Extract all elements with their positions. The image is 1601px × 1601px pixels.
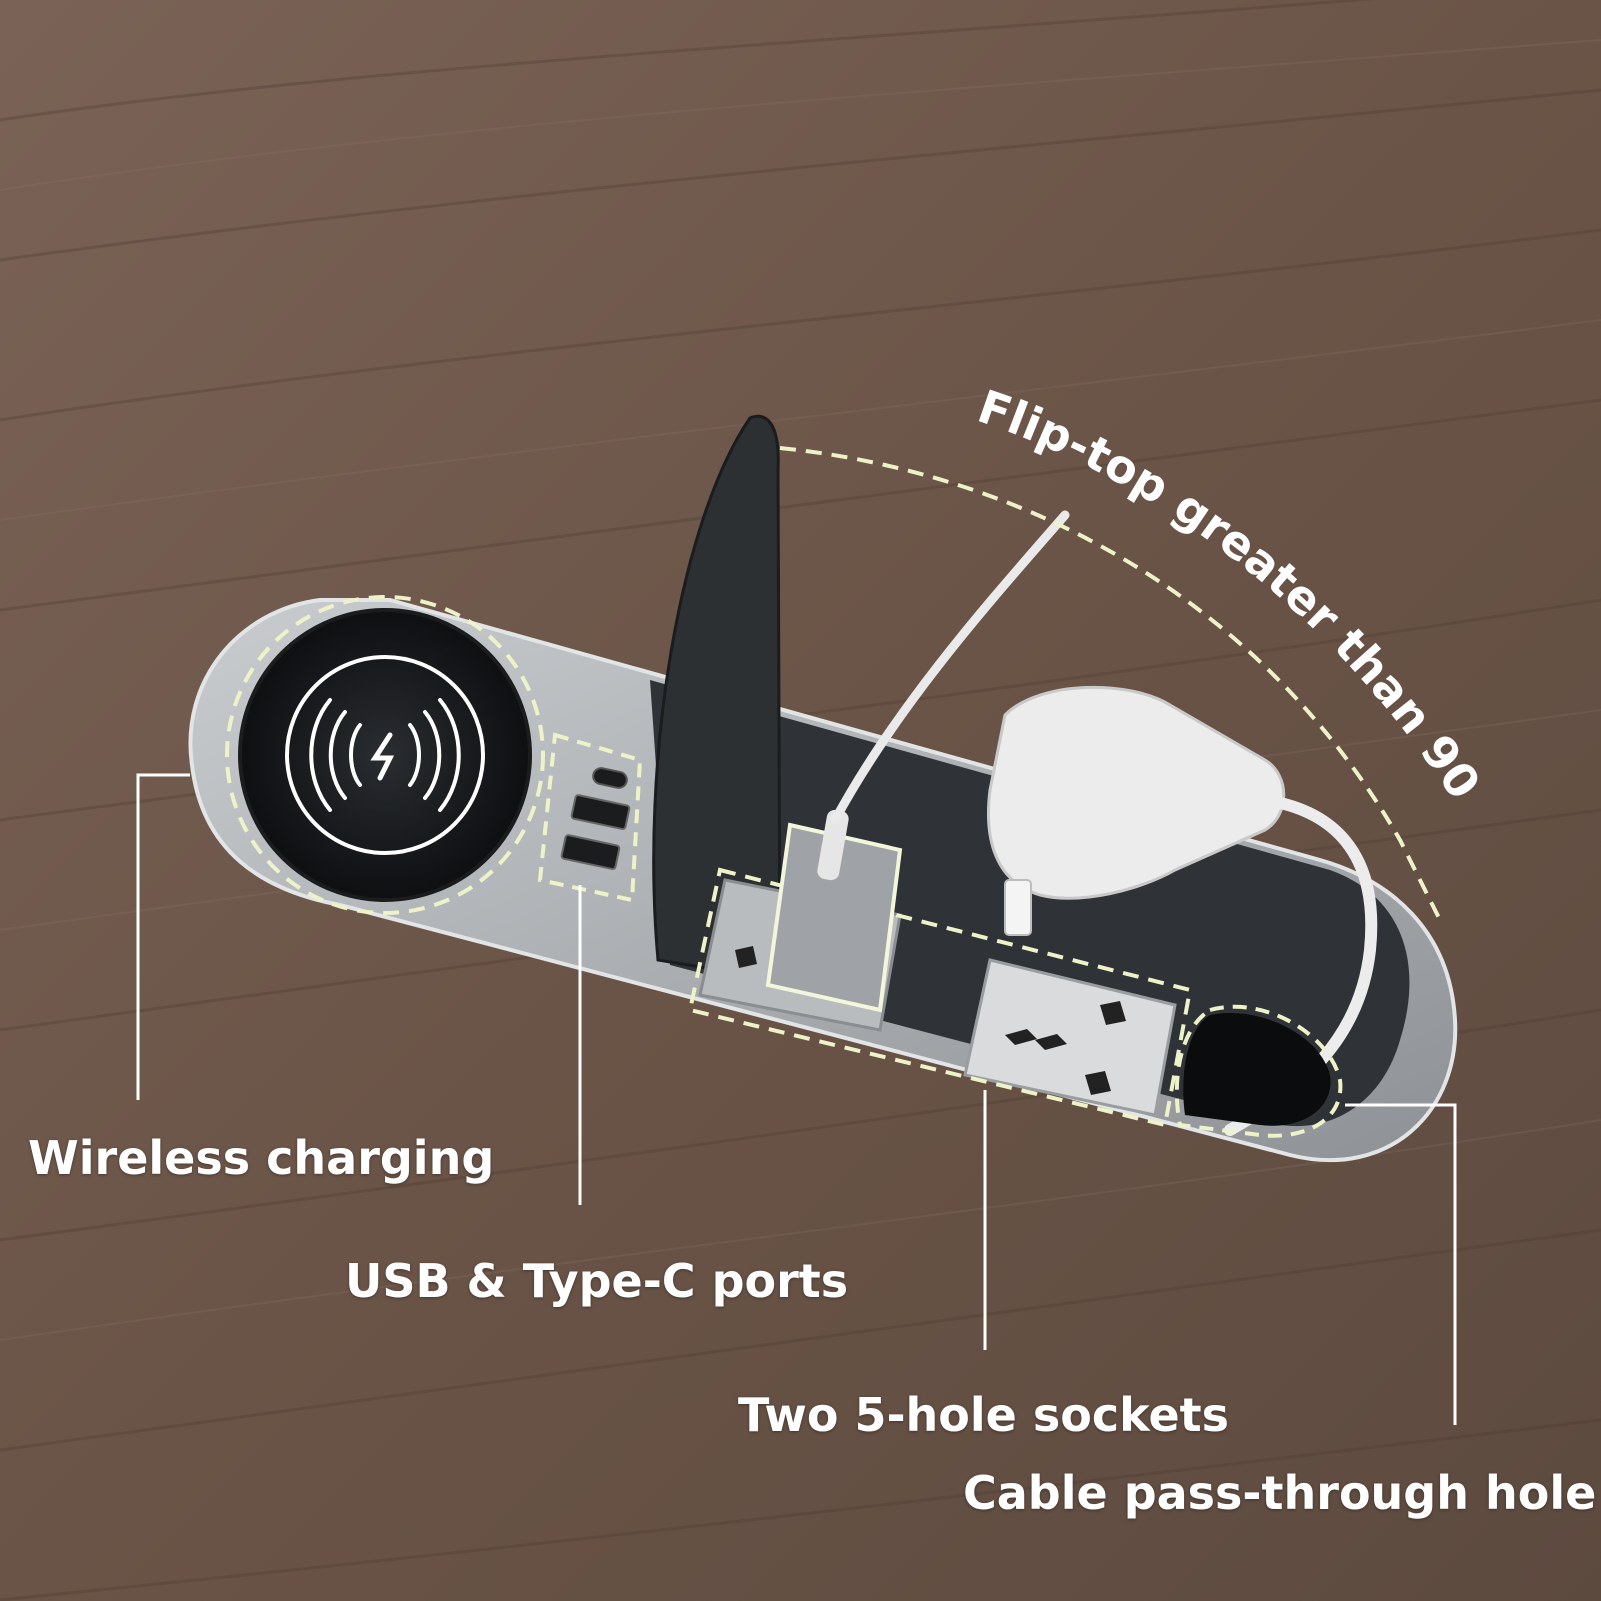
usb-cable: [830, 510, 1070, 825]
usb-typec-ports-label: USB & Type-C ports: [345, 1254, 849, 1308]
socket-holes: [735, 946, 1126, 1095]
wireless-charging-pad: [225, 595, 545, 915]
wireless-charging-icon: [309, 698, 461, 812]
usb-charger-adapter: [765, 809, 903, 1013]
flip-arc-indicator: [779, 446, 1442, 921]
usb-port-2: [560, 834, 621, 871]
usb-port-1: [570, 794, 631, 831]
type-c-port: [592, 767, 628, 789]
cable-pass-through-hole: [1174, 1004, 1343, 1138]
sockets-label: Two 5-hole sockets: [738, 1388, 1230, 1442]
flip-lid[interactable]: [652, 414, 782, 982]
usb-typec-ports: [537, 732, 643, 903]
leader-lines: [136, 773, 1457, 1425]
wireless-charging-label: Wireless charging: [28, 1131, 495, 1185]
cable-hole-label: Cable pass-through hole: [963, 1466, 1597, 1520]
